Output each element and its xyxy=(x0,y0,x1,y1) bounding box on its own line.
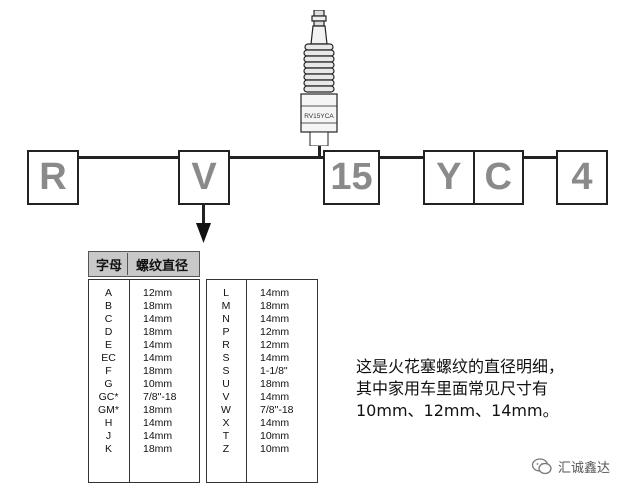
table-cell: 14mm xyxy=(260,391,290,403)
table-right-frame xyxy=(206,279,318,483)
arrow-shaft xyxy=(202,205,205,225)
table-cell: W xyxy=(221,404,231,416)
code-number-15: 15 xyxy=(330,156,373,198)
plug-label: RV15YCA xyxy=(304,113,334,120)
table-cell: V xyxy=(222,391,230,403)
table-cell: J xyxy=(105,430,112,442)
table-header xyxy=(88,251,200,277)
table-cell: S xyxy=(222,352,230,364)
code-box-v: V xyxy=(178,150,230,205)
code-letter-y: Y xyxy=(436,156,462,198)
table-cell: 12mm xyxy=(143,287,173,299)
code-box-yc: Y C xyxy=(423,150,524,205)
spark-plug-illustration: RV15YCA xyxy=(300,10,338,146)
table-cell: 7/8"-18 xyxy=(143,391,177,403)
table-cell: 14mm xyxy=(260,417,290,429)
table-cell: 14mm xyxy=(143,417,173,429)
table-cell: 14mm xyxy=(260,287,290,299)
table-cell: EC xyxy=(101,352,116,364)
table-cell: 7/8"-18 xyxy=(260,404,294,416)
watermark: 汇诚鑫达 xyxy=(532,457,610,476)
table-cell: G xyxy=(104,378,113,390)
table-cell: 14mm xyxy=(143,352,173,364)
right-sizes-column: 14mm 18mm 14mm 12mm 12mm 14mm 1-1/8" 18m… xyxy=(260,287,316,456)
table-cell: 18mm xyxy=(143,365,173,377)
left-letters-column: A B C D E EC F G GC* GM* H J K xyxy=(88,287,129,456)
table-cell: L xyxy=(223,287,229,299)
table-cell: 10mm xyxy=(260,443,290,455)
right-letters-column: L M N P R S S U V W X T Z xyxy=(206,287,246,456)
table-cell: 10mm xyxy=(143,378,173,390)
table-cell: A xyxy=(104,287,112,299)
table-left-frame xyxy=(88,279,200,483)
table-cell: 18mm xyxy=(143,443,173,455)
note-line-2: 其中家用车里面常见尺寸有 xyxy=(356,379,549,398)
wechat-icon xyxy=(532,458,552,475)
code-letter-v: V xyxy=(191,156,217,198)
note-line-1: 这是火花塞螺纹的直径明细， xyxy=(356,357,565,376)
header-letter: 字母 xyxy=(96,259,123,274)
note-line-3: 10mm、12mm、14mm。 xyxy=(356,401,559,420)
thread-diameter-table: 字母 螺纹直径 A B C D E EC F G GC* GM* H J K 1… xyxy=(88,251,318,483)
table-cell: 14mm xyxy=(260,313,290,325)
arrow-down-icon xyxy=(196,223,211,243)
code-letter-c: C xyxy=(484,156,512,198)
table-cell: B xyxy=(104,300,112,312)
right-column-divider xyxy=(246,279,247,483)
table-cell: 14mm xyxy=(260,352,290,364)
table-cell: 14mm xyxy=(143,313,173,325)
table-cell: D xyxy=(104,326,113,338)
code-box-r: R xyxy=(27,150,79,205)
table-cell: GM* xyxy=(98,404,119,416)
code-divider xyxy=(472,152,475,203)
table-cell: F xyxy=(105,365,112,377)
header-separator xyxy=(127,253,128,275)
code-box-15: 15 xyxy=(323,150,380,205)
table-cell: C xyxy=(104,313,113,325)
table-cell: 18mm xyxy=(260,378,290,390)
table-cell: 12mm xyxy=(260,339,290,351)
table-cell: Z xyxy=(222,443,230,455)
table-cell: T xyxy=(222,430,230,442)
tree-bar xyxy=(51,156,582,159)
table-cell: 10mm xyxy=(260,430,290,442)
table-cell: H xyxy=(104,417,113,429)
table-cell: M xyxy=(221,300,231,312)
table-cell: S xyxy=(222,365,230,377)
code-number-4: 4 xyxy=(571,156,593,198)
watermark-text: 汇诚鑫达 xyxy=(558,461,611,476)
explanation-note: 这是火花塞螺纹的直径明细， 其中家用车里面常见尺寸有 10mm、12mm、14m… xyxy=(356,356,626,422)
table-cell: E xyxy=(104,339,112,351)
table-cell: 18mm xyxy=(260,300,290,312)
table-cell: 18mm xyxy=(143,404,173,416)
table-cell: R xyxy=(222,339,230,351)
table-cell: X xyxy=(222,417,230,429)
left-column-divider xyxy=(129,279,130,483)
code-box-4: 4 xyxy=(556,150,608,205)
table-cell: 14mm xyxy=(143,339,173,351)
table-cell: 12mm xyxy=(260,326,290,338)
header-diameter: 螺纹直径 xyxy=(136,259,189,274)
table-cell: 18mm xyxy=(143,326,173,338)
table-cell: P xyxy=(222,326,230,338)
code-letter-r: R xyxy=(39,156,67,198)
table-cell: 1-1/8" xyxy=(260,365,288,377)
table-cell: GC* xyxy=(98,391,119,403)
tree-trunk xyxy=(318,146,321,158)
left-sizes-column: 12mm 18mm 14mm 18mm 14mm 14mm 18mm 10mm … xyxy=(143,287,199,456)
table-cell: N xyxy=(222,313,230,325)
table-cell: K xyxy=(104,443,112,455)
table-cell: 18mm xyxy=(143,300,173,312)
table-cell: U xyxy=(222,378,230,390)
table-cell: 14mm xyxy=(143,430,173,442)
